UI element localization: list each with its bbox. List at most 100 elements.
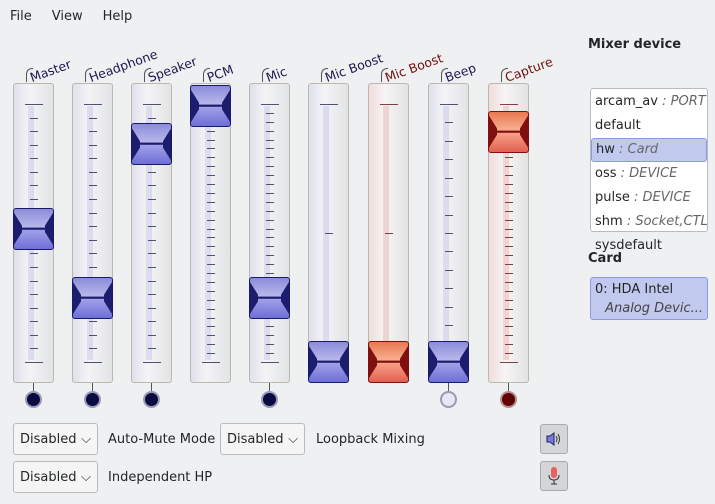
control-label: Mic xyxy=(263,63,289,85)
slider-tick xyxy=(207,299,215,301)
menu-view[interactable]: View xyxy=(51,8,83,24)
slider-handle[interactable] xyxy=(131,123,172,166)
slider-tick xyxy=(30,280,38,282)
mute-switch[interactable] xyxy=(440,391,457,408)
select-value: Disabled xyxy=(227,431,284,447)
slider-tick xyxy=(30,307,38,309)
slider-tick xyxy=(207,201,215,203)
volume-slider[interactable] xyxy=(190,83,231,383)
slider-tick xyxy=(266,192,274,194)
slider-handle[interactable] xyxy=(72,277,113,319)
slider-tick xyxy=(266,166,274,168)
volume-slider[interactable] xyxy=(131,83,172,383)
card-heading: Card xyxy=(588,251,623,266)
slider-handle[interactable] xyxy=(308,341,349,383)
slider-tick xyxy=(30,348,38,350)
device-name: shm xyxy=(595,214,623,229)
slider-tick xyxy=(207,290,215,292)
slider-tick xyxy=(266,130,274,132)
loopback-select[interactable]: Disabled⌵ xyxy=(220,423,305,455)
slider-tick xyxy=(266,237,274,239)
slider-tick xyxy=(148,171,156,173)
slider-tick xyxy=(89,185,97,187)
device-item-pulse[interactable]: pulse : DEVICE xyxy=(591,186,707,210)
slider-tick xyxy=(500,362,518,363)
slider-tick xyxy=(84,104,102,105)
slider-handle[interactable] xyxy=(190,85,231,127)
slider-tick xyxy=(89,131,97,133)
slider-tick xyxy=(505,166,513,168)
slider-tick xyxy=(30,334,38,336)
slider-tick xyxy=(30,171,38,173)
slider-tick xyxy=(148,348,156,350)
slider-tick xyxy=(505,175,513,177)
card-list-item[interactable]: 0: HDA Intel Analog Devic... xyxy=(590,277,708,320)
slider-tick xyxy=(207,166,215,168)
slider-groove xyxy=(87,106,93,360)
slider-tick xyxy=(266,121,274,123)
volume-slider[interactable] xyxy=(368,83,409,383)
control-headphone: Headphone xyxy=(72,0,159,420)
slider-tick xyxy=(505,192,513,194)
slider-handle[interactable] xyxy=(428,341,469,383)
volume-slider[interactable] xyxy=(13,83,54,383)
capture-view-button[interactable] xyxy=(540,461,568,491)
control-label: PCM xyxy=(204,61,236,85)
slider-handle[interactable] xyxy=(488,110,529,153)
volume-slider[interactable] xyxy=(488,83,529,383)
slider-tick xyxy=(148,226,156,228)
menu-help[interactable]: Help xyxy=(102,8,133,24)
slider-tick xyxy=(84,362,102,363)
slider-tick xyxy=(505,237,513,239)
slider-tick xyxy=(266,326,274,328)
slider-tick xyxy=(143,362,161,363)
slider-tick xyxy=(261,104,279,105)
slider-tick xyxy=(266,255,274,257)
independent-hp-select[interactable]: Disabled⌵ xyxy=(13,461,98,493)
mixer-device-heading: Mixer device xyxy=(588,37,682,52)
device-item-shm[interactable]: shm : Socket,CTL xyxy=(591,210,707,234)
slider-tick xyxy=(385,233,393,234)
select-value: Disabled xyxy=(20,431,77,447)
device-type: : DEVICE xyxy=(620,166,678,181)
mute-switch[interactable] xyxy=(84,391,101,408)
slider-groove xyxy=(264,106,270,360)
slider-handle[interactable] xyxy=(13,207,54,250)
slider-groove xyxy=(205,106,211,360)
speaker-icon xyxy=(546,432,560,446)
control-label: Master xyxy=(27,56,74,85)
slider-handle[interactable] xyxy=(368,341,409,383)
slider-tick xyxy=(505,255,513,257)
auto-mute-select[interactable]: Disabled⌵ xyxy=(13,423,98,455)
device-item-default[interactable]: default xyxy=(591,114,707,138)
mute-switch[interactable] xyxy=(261,391,278,408)
slider-tick xyxy=(505,273,513,275)
mute-switch[interactable] xyxy=(500,391,517,408)
slider-tick xyxy=(207,237,215,239)
device-item-hw[interactable]: hw : Card xyxy=(591,138,707,162)
mute-switch[interactable] xyxy=(143,391,160,408)
volume-slider[interactable] xyxy=(72,83,113,383)
slider-tick xyxy=(30,131,38,133)
label-hook xyxy=(441,68,448,82)
control-label: Capture xyxy=(502,53,555,85)
volume-slider[interactable] xyxy=(249,83,290,383)
slider-handle[interactable] xyxy=(249,277,290,319)
slider-tick xyxy=(25,104,43,105)
device-name: default xyxy=(595,118,641,133)
device-item-sysdefault[interactable]: sysdefault xyxy=(591,234,707,258)
slider-tick xyxy=(207,255,215,257)
playback-view-button[interactable] xyxy=(540,424,568,454)
slider-tick xyxy=(207,139,215,141)
switch-connector xyxy=(33,383,34,391)
device-item-oss[interactable]: oss : DEVICE xyxy=(591,162,707,186)
volume-slider[interactable] xyxy=(428,83,469,383)
volume-slider[interactable] xyxy=(308,83,349,383)
device-item-arcam_av[interactable]: arcam_av : PORT xyxy=(591,90,707,114)
menu-file[interactable]: File xyxy=(10,8,32,24)
slider-tick xyxy=(505,353,513,355)
mute-switch[interactable] xyxy=(25,391,42,408)
slider-tick xyxy=(30,158,38,160)
control-master: Master xyxy=(13,0,73,420)
